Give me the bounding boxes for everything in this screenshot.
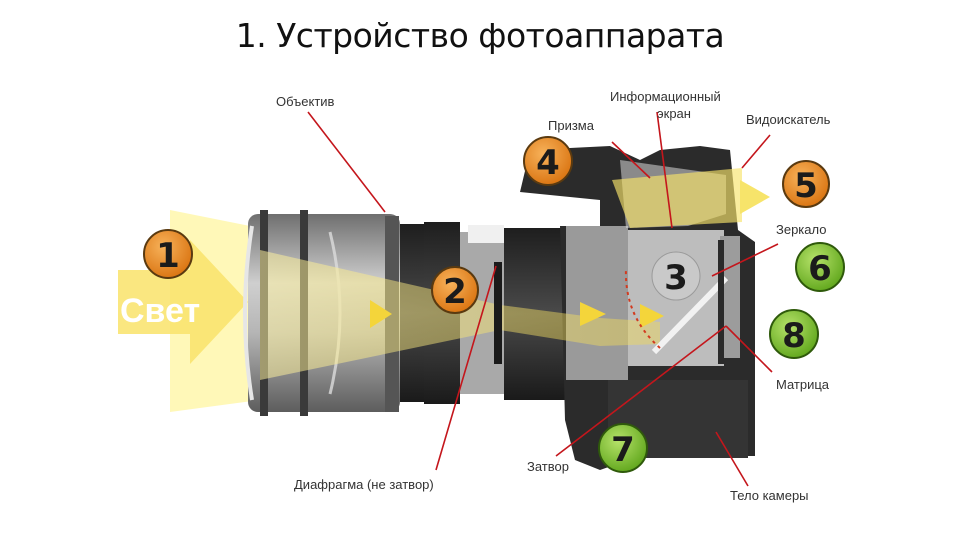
incoming-light: Свет (118, 210, 260, 412)
marker-2: 2 (431, 266, 479, 314)
svg-text:5: 5 (794, 166, 818, 206)
svg-text:7: 7 (611, 430, 635, 470)
aperture-element (494, 262, 502, 364)
viewfinder-label: Видоискатель (746, 112, 831, 127)
mirror-plate (651, 275, 729, 355)
prism-label: Призма (548, 118, 595, 133)
light-label: Свет (120, 292, 200, 330)
svg-text:3: 3 (664, 258, 688, 298)
label-pointers (307, 111, 779, 487)
marker-5: 5 (782, 160, 830, 208)
svg-text:6: 6 (808, 249, 832, 289)
sensor-label: Матрица (776, 377, 830, 392)
mirror-flip-arrow (624, 267, 661, 349)
marker-6: 6 (795, 242, 845, 292)
camera-body (520, 146, 755, 470)
svg-text:2: 2 (443, 272, 467, 312)
shutter-element (718, 240, 724, 364)
marker-7: 7 (598, 423, 648, 473)
body-label: Тело камеры (730, 488, 809, 503)
marker-3: 3 (651, 251, 701, 301)
aperture-label: Диафрагма (не затвор) (294, 477, 434, 492)
marker-4: 4 (523, 136, 573, 186)
mirror-label: Зеркало (776, 222, 826, 237)
shutter-label: Затвор (527, 459, 569, 474)
svg-text:4: 4 (536, 143, 560, 183)
svg-text:8: 8 (782, 316, 806, 356)
slide-title: 1. Устройство фотоаппарата (235, 16, 725, 55)
marker-1: 1 (143, 229, 193, 279)
light-path (260, 168, 770, 380)
marker-8: 8 (769, 309, 819, 359)
info-screen-label-line1: Информационный (610, 89, 721, 104)
info-screen-label-line2: экран (657, 106, 691, 121)
svg-text:1: 1 (156, 236, 180, 276)
lens-label: Объектив (276, 94, 335, 109)
